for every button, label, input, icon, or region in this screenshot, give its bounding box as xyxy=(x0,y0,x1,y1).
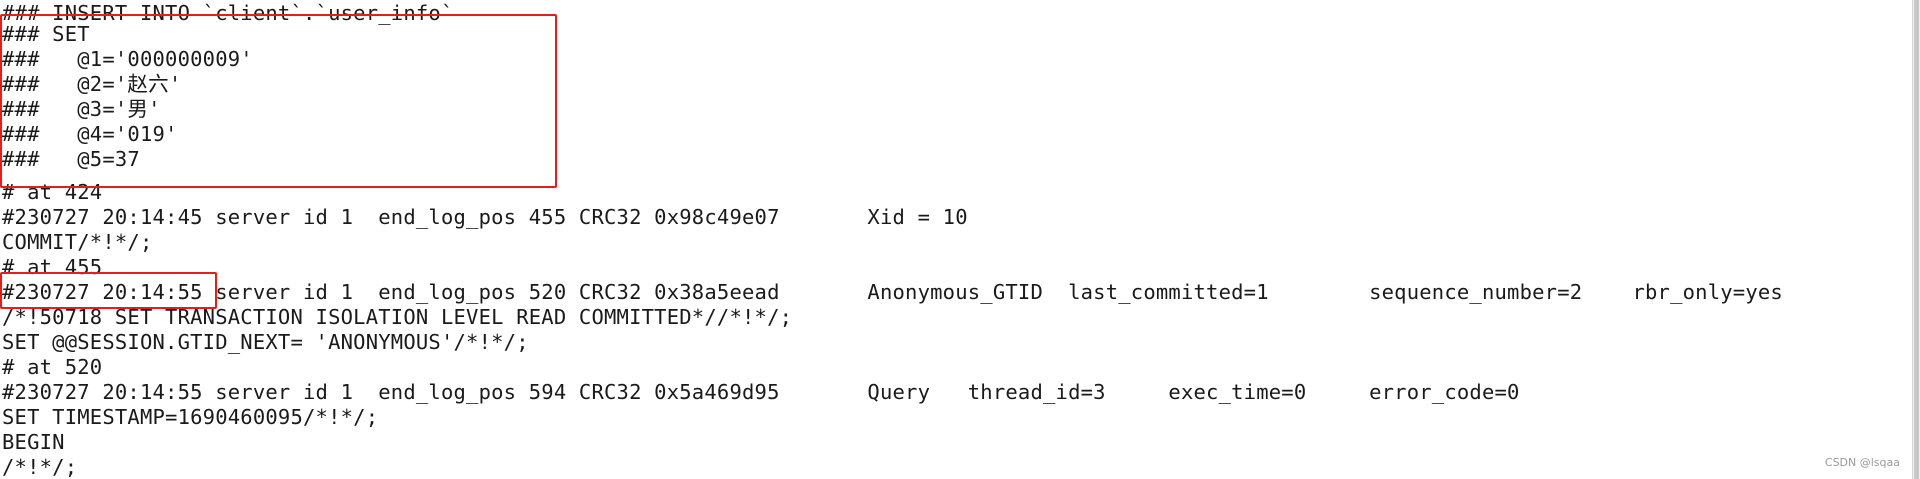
log-line: # at 455 xyxy=(2,255,103,279)
log-line: ### INSERT INTO `client`.`user_info` xyxy=(2,1,454,25)
insert-statement-highlight xyxy=(0,14,557,188)
log-line: SET @@SESSION.GTID_NEXT= 'ANONYMOUS'/*!*… xyxy=(2,330,529,354)
watermark: CSDN @lsqaa xyxy=(1824,456,1900,469)
log-line: /*!*/; xyxy=(2,455,78,479)
log-line: SET TIMESTAMP=1690460095/*!*/; xyxy=(2,405,379,429)
log-line: ### @1='000000009' xyxy=(2,47,253,71)
log-line: ### @4='019' xyxy=(2,122,178,146)
log-line: #230727 20:14:45 server id 1 end_log_pos… xyxy=(2,205,968,229)
log-line: ### SET xyxy=(2,22,90,46)
timestamp-highlight xyxy=(0,272,217,309)
log-line: COMMIT/*!*/; xyxy=(2,230,153,254)
log-line: ### @2='赵六' xyxy=(2,72,182,96)
log-line: # at 424 xyxy=(2,180,103,204)
log-line: /*!50718 SET TRANSACTION ISOLATION LEVEL… xyxy=(2,305,793,329)
log-line: BEGIN xyxy=(2,430,65,454)
log-line: #230727 20:14:55 server id 1 end_log_pos… xyxy=(2,380,1520,404)
scrollbar-thumb[interactable] xyxy=(1914,0,1919,479)
log-line: # at 520 xyxy=(2,355,103,379)
log-line: ### @3='男' xyxy=(2,97,161,121)
log-line: #230727 20:14:55 server id 1 end_log_pos… xyxy=(2,280,1783,304)
log-line: ### @5=37 xyxy=(2,147,140,171)
